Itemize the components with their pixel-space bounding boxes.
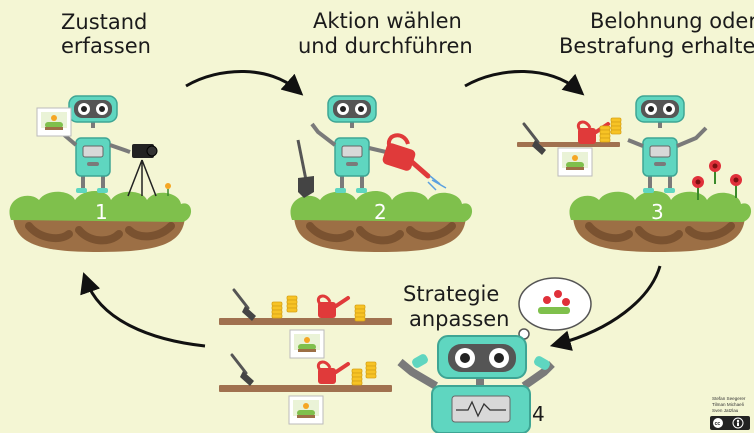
shovel-shelf-icon bbox=[232, 288, 258, 323]
step-4-title-line2: anpassen bbox=[409, 307, 510, 331]
shelf-upper bbox=[219, 318, 392, 325]
step-3-number: 3 bbox=[651, 200, 664, 224]
coin-stack-icon bbox=[599, 125, 611, 143]
watering-can-shelf-icon bbox=[316, 294, 350, 320]
photo-card-icon bbox=[36, 107, 72, 137]
credit-line-2: Tilman Michaeli bbox=[712, 402, 744, 407]
cc-license-label: cc bbox=[715, 421, 721, 427]
robot-4-icon bbox=[397, 335, 555, 433]
step-2-title-line2: und durchführen bbox=[298, 34, 473, 58]
step-1-title-line1: Zustand bbox=[61, 10, 147, 34]
step-2-title-line1: Aktion wählen bbox=[313, 9, 462, 33]
photo-card-small-icon bbox=[557, 147, 593, 177]
water-drops bbox=[427, 175, 447, 191]
small-flower-icon bbox=[165, 183, 171, 189]
shovel-small-icon bbox=[522, 122, 548, 157]
credit-line-3: Sven Jatzlau bbox=[712, 408, 739, 413]
shovel-shelf-icon-2 bbox=[230, 353, 256, 388]
watering-can-shelf-icon-2 bbox=[316, 360, 350, 386]
coin-stack-shelf-icon-3 bbox=[354, 304, 366, 322]
step-1-title-line2: erfassen bbox=[61, 34, 151, 58]
step-2-number: 2 bbox=[374, 200, 387, 224]
step-1-group: Zustand erfassen 1 bbox=[9, 10, 191, 252]
robot-3-icon bbox=[627, 94, 708, 195]
coin-stack-shelf-icon-4 bbox=[351, 368, 363, 386]
shelf-lower bbox=[219, 385, 392, 392]
shovel-icon bbox=[296, 139, 314, 198]
coin-stack-shelf-icon-5 bbox=[365, 361, 377, 379]
step-3-title-line2: Bestrafung erhalten bbox=[559, 34, 754, 58]
step-3-title-line1: Belohnung oder bbox=[590, 9, 754, 33]
flower-icon-1 bbox=[708, 159, 722, 185]
step-4-title-line1: Strategie bbox=[403, 282, 499, 306]
camera-tripod-icon bbox=[127, 144, 158, 197]
step-2-group: Aktion wählen und durchführen 2 bbox=[290, 9, 472, 252]
photo-card-shelf-icon-2 bbox=[288, 395, 324, 425]
coin-stack-shelf-icon bbox=[271, 301, 283, 319]
step-3-group: Belohnung oder Bestrafung erhalten 3 bbox=[517, 9, 754, 252]
step-4-number: 4 bbox=[532, 402, 545, 426]
photo-card-shelf-icon bbox=[289, 329, 325, 359]
step-4-group: Strategie anpassen bbox=[219, 277, 592, 433]
watering-can-icon bbox=[382, 133, 431, 179]
coin-stack-icon-2 bbox=[610, 117, 622, 135]
credit-block: Stefan Seegerer Tilman Michaeli Sven Jat… bbox=[710, 396, 750, 430]
flower-icon-2 bbox=[729, 173, 743, 199]
cycle-arrow-icon bbox=[80, 70, 662, 351]
step-1-number: 1 bbox=[95, 200, 108, 224]
coin-stack-shelf-icon-2 bbox=[286, 295, 298, 313]
credit-line-1: Stefan Seegerer bbox=[712, 396, 746, 401]
robot-2-icon bbox=[310, 94, 387, 195]
